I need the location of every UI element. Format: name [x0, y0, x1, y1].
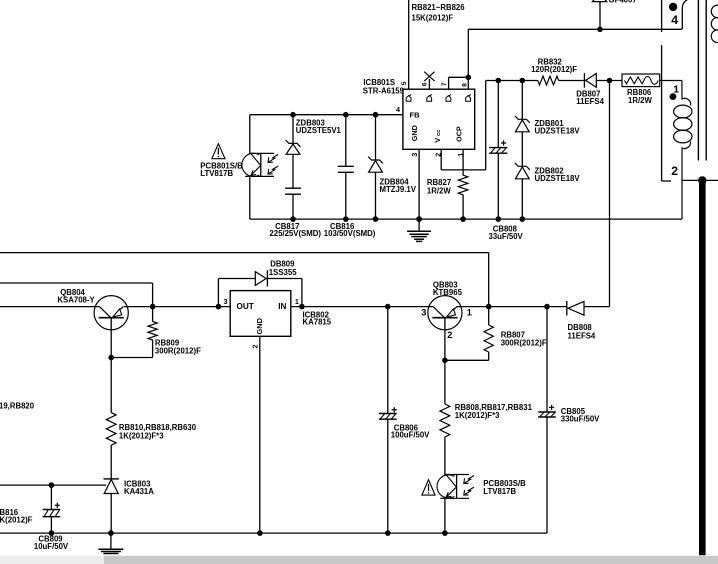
svg-text:3: 3: [410, 153, 419, 157]
svg-text:ZDB803: ZDB803: [296, 119, 326, 128]
svg-text:CB817: CB817: [275, 222, 299, 231]
svg-text:DB809: DB809: [270, 260, 295, 269]
svg-text:2: 2: [671, 164, 678, 178]
svg-text:MTZJ9.1V: MTZJ9.1V: [380, 185, 417, 194]
svg-text:1SS355: 1SS355: [269, 268, 297, 277]
svg-text:RB810,RB818,RB630: RB810,RB818,RB630: [119, 423, 197, 432]
svg-text:RB832: RB832: [538, 57, 563, 66]
svg-text:LTV817B: LTV817B: [483, 487, 516, 496]
svg-text:DB808: DB808: [568, 323, 593, 332]
svg-text:300R(2012)F: 300R(2012)F: [155, 346, 201, 355]
svg-text:7: 7: [441, 82, 448, 86]
svg-text:RB827: RB827: [427, 178, 451, 187]
svg-text:PCB803S/B: PCB803S/B: [483, 479, 526, 488]
svg-text:RB806: RB806: [627, 88, 652, 97]
svg-text:RB809: RB809: [155, 338, 180, 347]
svg-text:KA431A: KA431A: [124, 487, 154, 496]
svg-text:8: 8: [462, 83, 469, 87]
svg-text:PCB801S/B: PCB801S/B: [200, 162, 243, 171]
svg-text:RB808,RB817,RB831: RB808,RB817,RB831: [455, 403, 533, 412]
svg-text:DB807: DB807: [576, 90, 600, 99]
svg-text:4: 4: [396, 105, 400, 114]
svg-text:FB: FB: [410, 111, 421, 120]
svg-text:1: 1: [456, 153, 465, 157]
svg-text:2: 2: [251, 345, 260, 349]
svg-text:RB807: RB807: [501, 330, 525, 339]
svg-text:4: 4: [671, 13, 678, 27]
svg-text:33uF/50V: 33uF/50V: [489, 232, 524, 241]
svg-text:GND: GND: [410, 125, 419, 141]
svg-text:GND: GND: [255, 317, 264, 334]
svg-text:10uF/50V: 10uF/50V: [34, 542, 69, 551]
svg-text:ZDB801: ZDB801: [535, 119, 565, 128]
svg-text:OUT: OUT: [237, 302, 254, 311]
svg-text:V: V: [433, 138, 442, 143]
svg-text:5: 5: [401, 81, 408, 85]
svg-text:B816: B816: [0, 508, 19, 517]
svg-text:225/25V(SMD): 225/25V(SMD): [269, 229, 321, 238]
svg-text:103/50V(SMD): 103/50V(SMD): [324, 229, 376, 238]
svg-text:2: 2: [447, 330, 452, 340]
svg-text:UDZSTE18V: UDZSTE18V: [535, 174, 581, 183]
svg-text:1: 1: [673, 83, 679, 95]
svg-text:KTB965: KTB965: [433, 288, 463, 297]
svg-text:ICB802: ICB802: [303, 310, 330, 319]
svg-text:1: 1: [467, 308, 472, 318]
svg-text:2: 2: [433, 153, 442, 157]
svg-text:15K(2012)F: 15K(2012)F: [412, 14, 454, 23]
svg-text:19,RB820: 19,RB820: [0, 402, 35, 411]
svg-text:CB805: CB805: [561, 407, 586, 416]
svg-text:120R(2012)F: 120R(2012)F: [531, 65, 577, 74]
svg-text:CB806: CB806: [394, 423, 419, 432]
svg-text:STR-A6159: STR-A6159: [363, 87, 405, 96]
svg-text:11EFS4: 11EFS4: [576, 97, 604, 106]
svg-text:1K(2012)F*3: 1K(2012)F*3: [455, 411, 500, 420]
svg-text:ZDB804: ZDB804: [380, 177, 410, 186]
svg-text:cc: cc: [436, 130, 442, 136]
svg-text:CB809: CB809: [38, 535, 63, 544]
svg-text:300R(2012)F: 300R(2012)F: [501, 339, 547, 348]
svg-text:UDZSTE5V1: UDZSTE5V1: [296, 126, 342, 135]
svg-text:11EFS4: 11EFS4: [568, 331, 596, 340]
svg-text:IN: IN: [278, 302, 286, 311]
svg-text:1: 1: [295, 297, 299, 306]
svg-text:6: 6: [421, 82, 428, 86]
svg-text:1R/2W: 1R/2W: [628, 96, 652, 105]
svg-text:OCP: OCP: [454, 126, 463, 142]
svg-text:CB816: CB816: [330, 222, 355, 231]
svg-text:ICB803: ICB803: [124, 479, 151, 488]
svg-text:UDZSTE18V: UDZSTE18V: [535, 127, 581, 136]
svg-text:1R/2W: 1R/2W: [427, 186, 451, 195]
svg-text:KSA708-Y: KSA708-Y: [57, 296, 95, 305]
svg-text:CB808: CB808: [493, 225, 518, 234]
svg-text:330uF/50V: 330uF/50V: [561, 415, 600, 424]
svg-text:LTV817B: LTV817B: [200, 169, 233, 178]
svg-text:ICB801S: ICB801S: [363, 78, 395, 87]
svg-text:KA7815: KA7815: [303, 318, 332, 327]
svg-text:100uF/50V: 100uF/50V: [391, 431, 430, 440]
svg-text:1K(2012)F*3: 1K(2012)F*3: [119, 431, 164, 440]
svg-text:ZDB802: ZDB802: [535, 167, 565, 176]
svg-text:GF4007: GF4007: [609, 0, 637, 5]
svg-text:RB821~RB826: RB821~RB826: [412, 3, 466, 12]
svg-text:K(2012)F: K(2012)F: [0, 516, 33, 525]
svg-text:QB804: QB804: [60, 288, 85, 297]
svg-text:3: 3: [224, 297, 228, 306]
svg-text:QB803: QB803: [433, 281, 458, 290]
svg-text:3: 3: [421, 308, 426, 318]
